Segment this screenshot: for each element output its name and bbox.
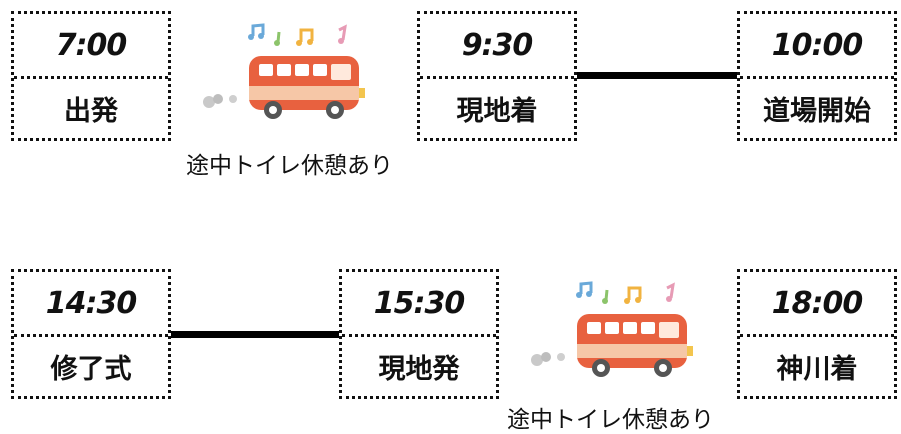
divider — [14, 334, 168, 337]
time-label: 18:00 — [771, 285, 864, 321]
connector-line — [577, 72, 739, 79]
exhaust-puff-icon — [531, 352, 565, 366]
time-label: 9:30 — [461, 27, 534, 63]
time-label: 7:00 — [55, 27, 128, 63]
divider — [342, 334, 496, 337]
bus-icon — [203, 23, 365, 119]
music-notes-icon — [576, 281, 675, 304]
event-label: 道場開始 — [763, 95, 871, 127]
schedule-box-depart: 7:00 出発 — [11, 11, 171, 141]
schedule-box-dojo-start: 10:00 道場開始 — [737, 11, 897, 141]
divider — [420, 76, 574, 79]
time-label: 10:00 — [771, 27, 864, 63]
event-label: 修了式 — [50, 353, 132, 385]
time-label: 15:30 — [373, 285, 466, 321]
event-label: 現地発 — [378, 353, 460, 385]
connector-line — [171, 331, 341, 338]
divider — [14, 76, 168, 79]
event-label: 神川着 — [776, 353, 858, 385]
schedule-box-depart-site: 15:30 現地発 — [339, 269, 499, 399]
schedule-box-arrive-site: 9:30 現地着 — [417, 11, 577, 141]
event-label: 出発 — [64, 95, 118, 127]
schedule-box-arrive-kamikawa: 18:00 神川着 — [737, 269, 897, 399]
time-label: 14:30 — [45, 285, 138, 321]
schedule-box-closing: 14:30 修了式 — [11, 269, 171, 399]
divider — [740, 76, 894, 79]
toilet-break-note: 途中トイレ休憩あり — [507, 407, 714, 433]
music-notes-icon — [248, 23, 347, 46]
toilet-break-note: 途中トイレ休憩あり — [186, 153, 393, 179]
event-label: 現地着 — [456, 95, 538, 127]
divider — [740, 334, 894, 337]
exhaust-puff-icon — [203, 94, 237, 108]
bus-icon — [531, 281, 693, 377]
